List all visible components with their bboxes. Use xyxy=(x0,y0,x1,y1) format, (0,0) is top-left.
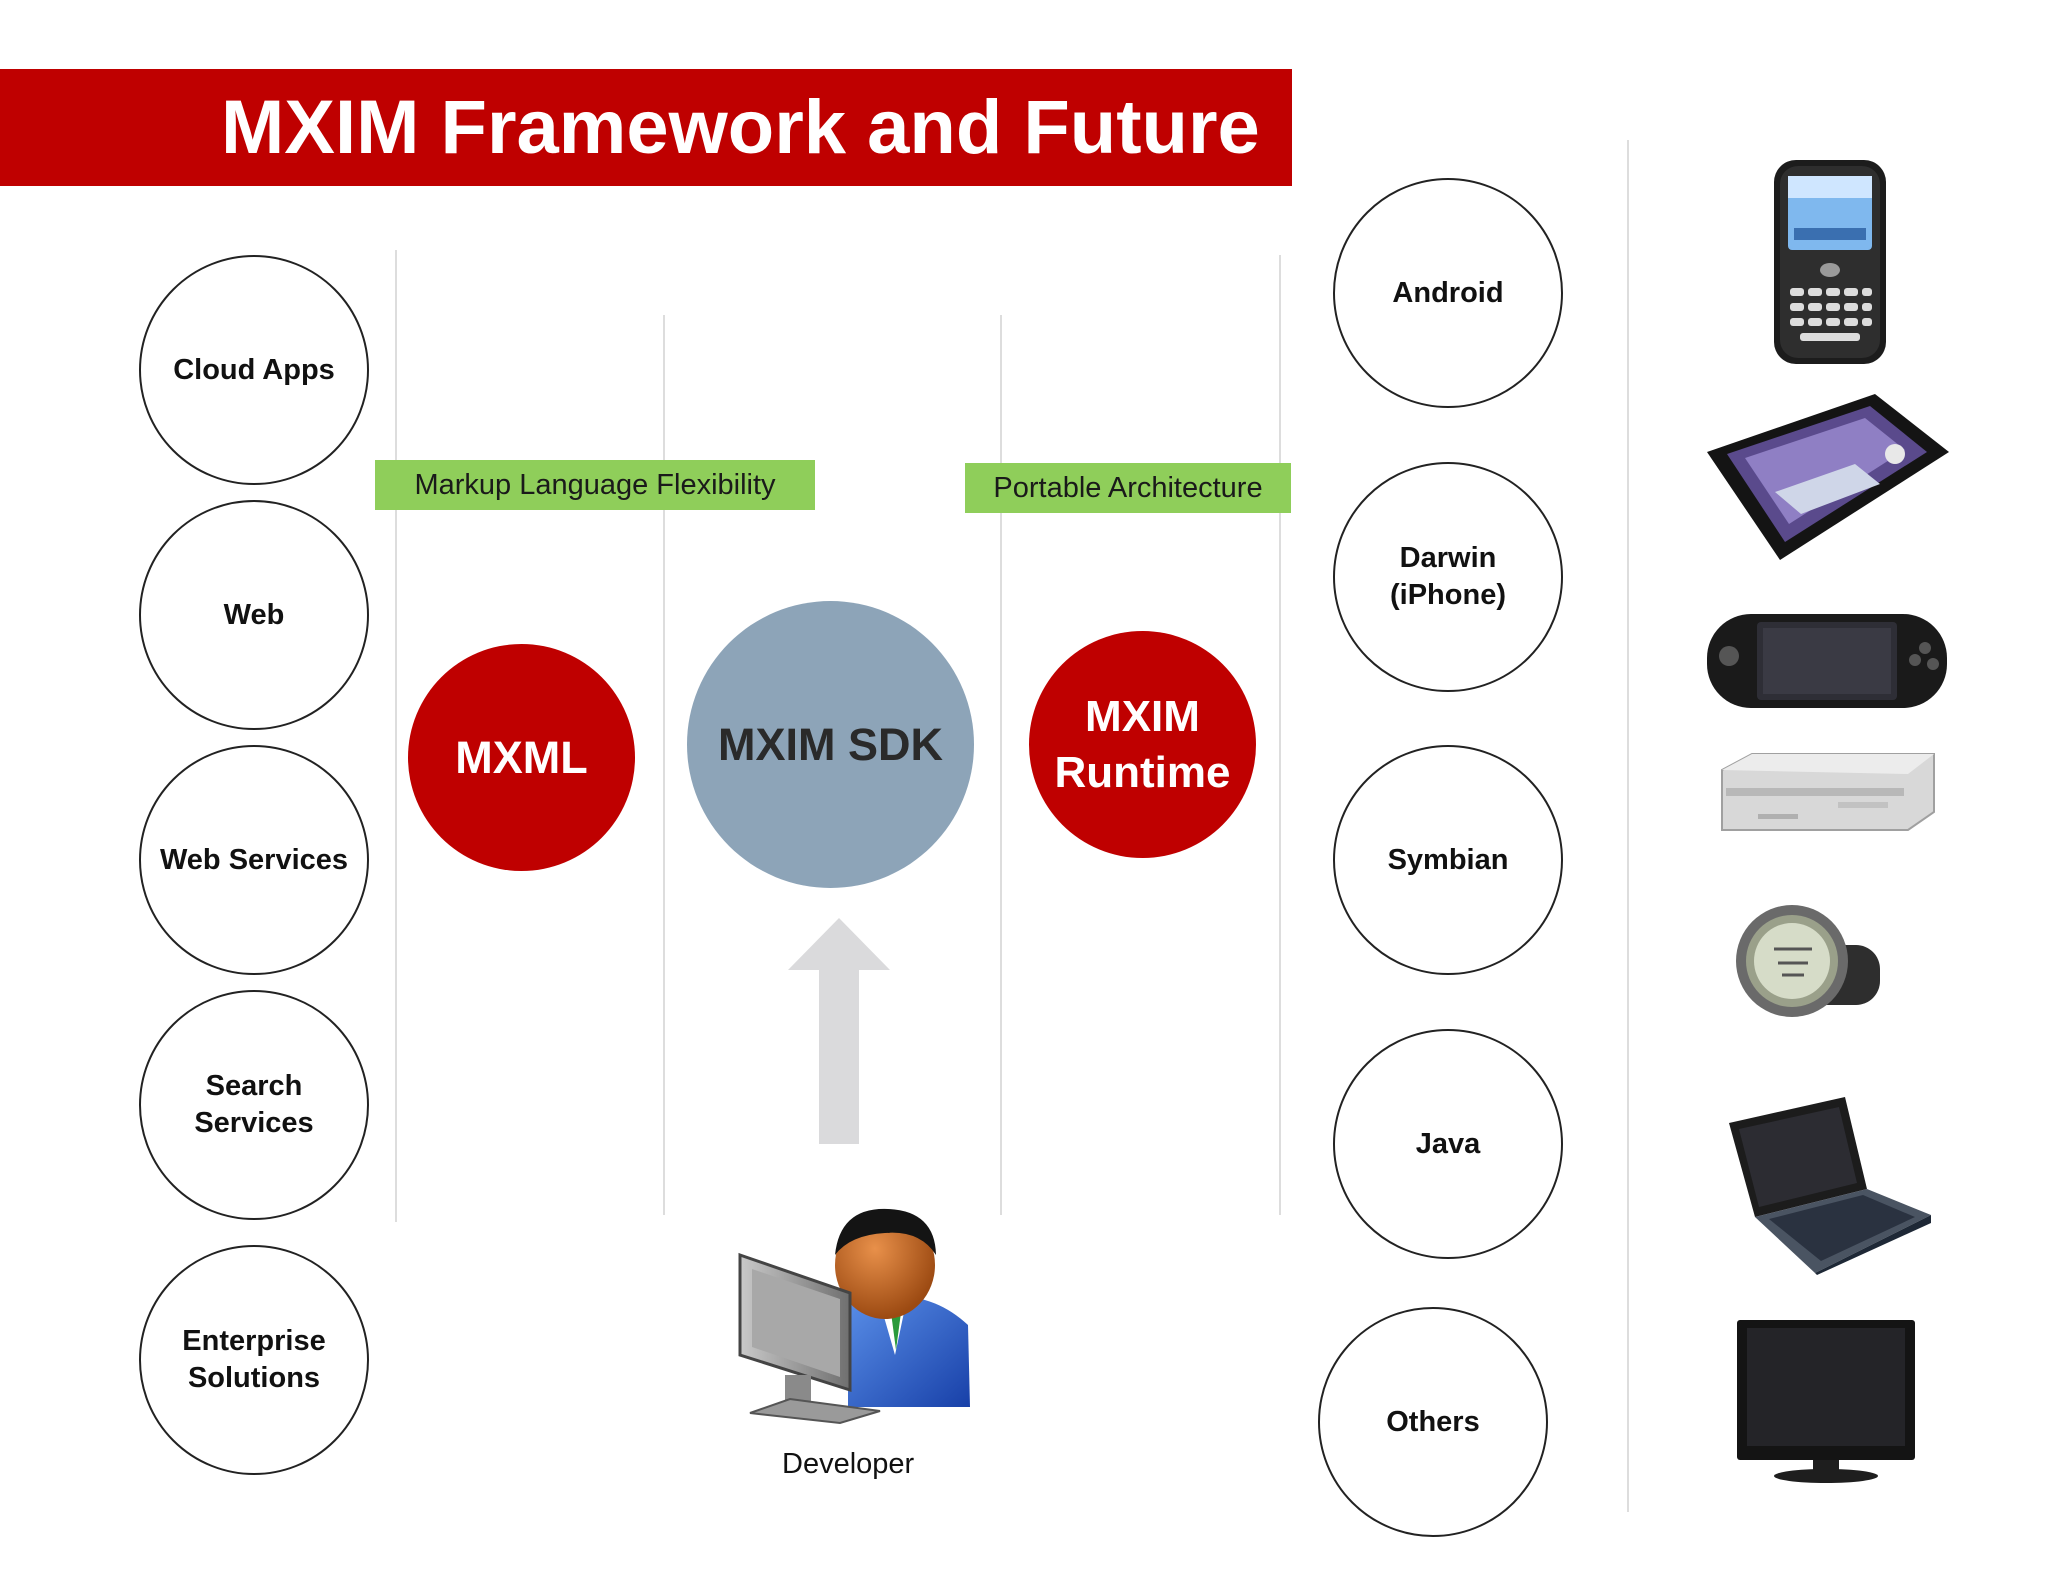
platform-circle-others: Others xyxy=(1318,1307,1548,1537)
divider-line xyxy=(663,315,665,1215)
up-arrow-icon xyxy=(788,918,890,1144)
divider-line xyxy=(395,250,397,1222)
mxim-sdk-label: MXIM SDK xyxy=(718,718,943,770)
source-label: Enterprise Solutions xyxy=(182,1325,326,1394)
portable-architecture-label: Portable Architecture xyxy=(965,463,1291,513)
source-circle-search-services: Search Services xyxy=(139,990,369,1220)
markup-flexibility-label: Markup Language Flexibility xyxy=(375,460,815,510)
page-title: MXIM Framework and Future xyxy=(221,85,1260,170)
dvd-player-icon xyxy=(1721,753,1935,831)
platform-circle-android: Android xyxy=(1333,178,1563,408)
source-label: Web Services xyxy=(159,843,349,876)
platform-label: Symbian xyxy=(1387,843,1509,876)
smartphone-icon xyxy=(1774,160,1886,364)
mxim-sdk-circle: MXIM SDK xyxy=(687,601,974,888)
netbook-icon xyxy=(1729,1097,1931,1275)
source-circle-enterprise-solutions: Enterprise Solutions xyxy=(139,1245,369,1475)
divider-line xyxy=(1000,315,1002,1215)
title-banner xyxy=(0,69,1292,186)
platform-label: Android xyxy=(1392,276,1504,309)
handheld-console-icon xyxy=(1707,614,1947,708)
developer-caption: Developer xyxy=(782,1448,915,1480)
television-icon xyxy=(1737,1320,1915,1483)
source-label: Cloud Apps xyxy=(173,353,335,386)
mxml-label: MXML xyxy=(455,731,588,783)
platform-circle-darwin: Darwin (iPhone) xyxy=(1333,462,1563,692)
mxim-runtime-circle: MXIM Runtime xyxy=(1029,631,1256,858)
platform-circle-java: Java xyxy=(1333,1029,1563,1259)
smartwatch-icon xyxy=(1736,905,1880,1017)
source-label: Web xyxy=(223,598,285,631)
platform-label: Darwin (iPhone) xyxy=(1390,542,1506,611)
mxim-runtime-label: MXIM Runtime xyxy=(1054,691,1231,797)
divider-line xyxy=(1279,255,1281,1215)
source-circle-web-services: Web Services xyxy=(139,745,369,975)
developer-icon xyxy=(738,1208,970,1425)
mxml-circle: MXML xyxy=(408,644,635,871)
source-label: Search Services xyxy=(194,1070,314,1139)
platform-label: Java xyxy=(1415,1127,1481,1160)
tablet-icon xyxy=(1707,394,1949,560)
source-circle-cloud-apps: Cloud Apps xyxy=(139,255,369,485)
source-circle-web: Web xyxy=(139,500,369,730)
platform-circle-symbian: Symbian xyxy=(1333,745,1563,975)
platform-label: Others xyxy=(1386,1405,1480,1438)
divider-line xyxy=(1627,140,1629,1512)
